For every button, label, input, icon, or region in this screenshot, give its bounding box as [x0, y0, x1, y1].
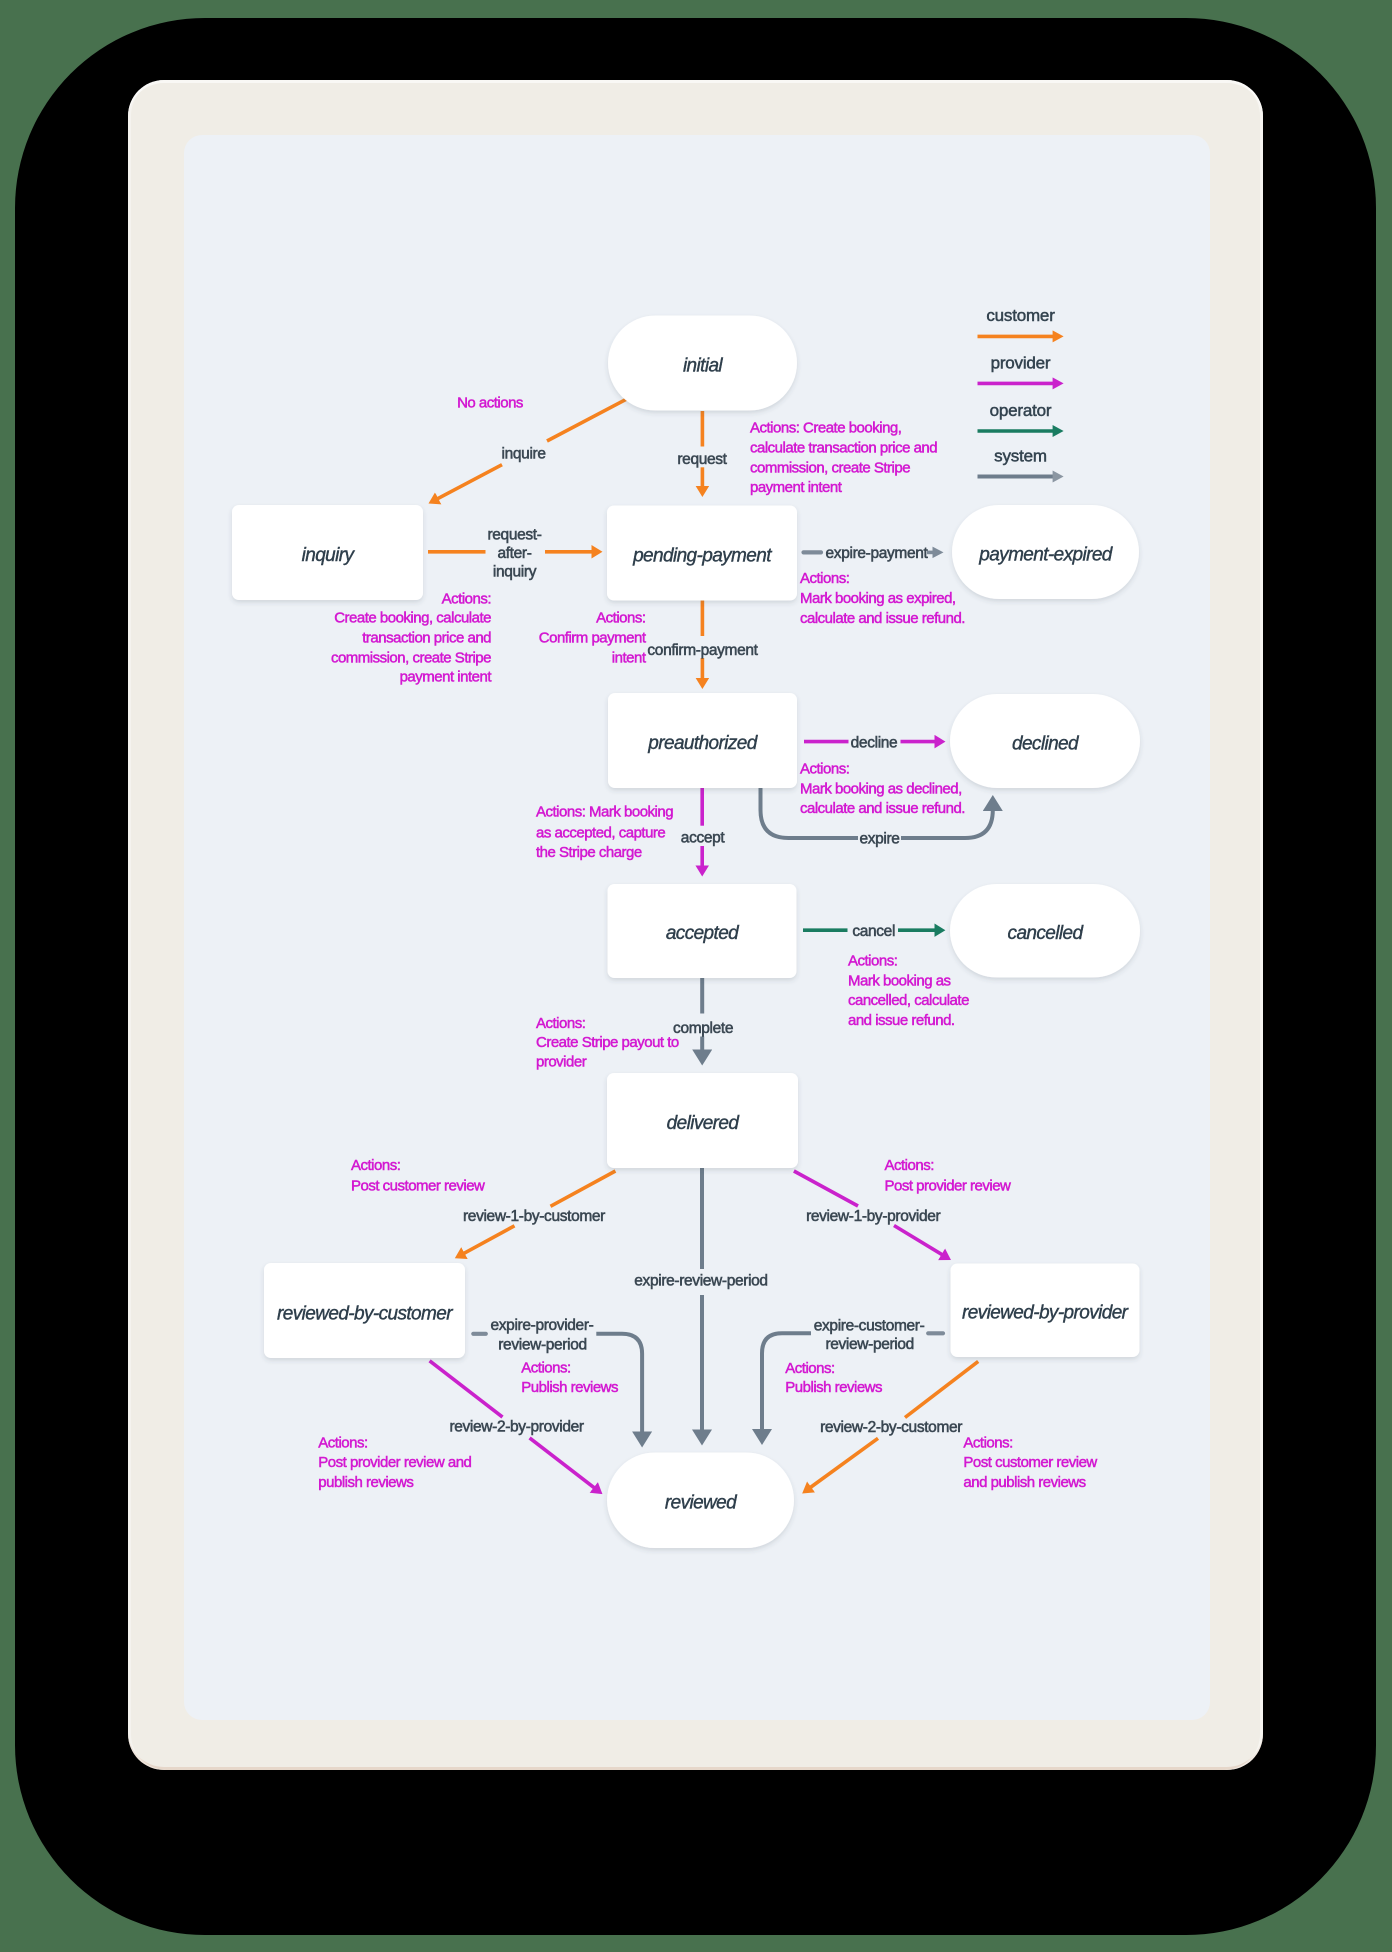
svg-text:confirm-payment: confirm-payment	[647, 642, 758, 659]
svg-text:after-: after-	[497, 545, 531, 562]
svg-text:cancelled, calculate: cancelled, calculate	[848, 992, 969, 1009]
svg-text:operator: operator	[990, 401, 1052, 420]
svg-text:review-2-by-customer: review-2-by-customer	[820, 1419, 962, 1436]
svg-text:accepted: accepted	[666, 923, 740, 944]
svg-text:Create Stripe payout to: Create Stripe payout to	[536, 1034, 679, 1051]
svg-text:Actions:: Actions:	[521, 1360, 570, 1377]
svg-text:intent: intent	[612, 650, 647, 667]
svg-text:review-2-by-provider: review-2-by-provider	[449, 1419, 583, 1436]
svg-text:payment intent: payment intent	[750, 479, 843, 496]
svg-text:expire-payment: expire-payment	[826, 545, 929, 562]
svg-text:calculate and issue refund.: calculate and issue refund.	[800, 610, 965, 627]
svg-text:inquiry: inquiry	[302, 545, 356, 566]
svg-text:reviewed: reviewed	[665, 1493, 738, 1514]
svg-text:Actions:: Actions:	[848, 952, 897, 969]
svg-text:delivered: delivered	[667, 1113, 741, 1134]
svg-text:commission, create Stripe: commission, create Stripe	[750, 459, 910, 476]
svg-text:as accepted, capture: as accepted, capture	[536, 824, 665, 841]
svg-text:Actions:: Actions:	[885, 1157, 934, 1174]
svg-text:system: system	[994, 447, 1047, 466]
svg-text:Mark booking as expired,: Mark booking as expired,	[800, 590, 956, 607]
svg-text:provider: provider	[536, 1054, 587, 1071]
svg-text:review-period: review-period	[498, 1336, 587, 1353]
svg-text:reviewed-by-provider: reviewed-by-provider	[962, 1303, 1129, 1324]
svg-text:decline: decline	[851, 734, 898, 751]
svg-text:expire-review-period: expire-review-period	[634, 1273, 767, 1290]
svg-text:Mark booking as declined,: Mark booking as declined,	[800, 780, 962, 797]
svg-text:commission, create Stripe: commission, create Stripe	[331, 649, 491, 666]
svg-text:Post customer review: Post customer review	[351, 1178, 485, 1195]
svg-text:pending-payment: pending-payment	[632, 546, 772, 567]
svg-text:expire-customer-: expire-customer-	[814, 1318, 925, 1335]
svg-text:complete: complete	[673, 1020, 733, 1037]
svg-text:reviewed-by-customer: reviewed-by-customer	[277, 1304, 453, 1325]
svg-text:inquire: inquire	[502, 446, 546, 463]
svg-text:Actions:: Actions:	[318, 1435, 367, 1452]
svg-text:No actions: No actions	[457, 395, 523, 412]
svg-text:request: request	[677, 451, 727, 468]
svg-text:transaction price and: transaction price and	[362, 630, 491, 647]
svg-text:Actions:: Actions:	[596, 610, 645, 627]
svg-text:expire-provider-: expire-provider-	[491, 1317, 594, 1334]
svg-text:declined: declined	[1012, 734, 1080, 755]
svg-text:Post provider review: Post provider review	[885, 1178, 1012, 1195]
svg-text:calculate transaction price an: calculate transaction price and	[750, 440, 937, 457]
svg-text:request-: request-	[487, 527, 541, 544]
svg-text:calculate and issue refund.: calculate and issue refund.	[800, 800, 965, 817]
svg-text:Actions:: Actions:	[351, 1157, 400, 1174]
svg-text:payment intent: payment intent	[400, 669, 493, 686]
svg-text:Actions:: Actions:	[800, 760, 849, 777]
svg-text:Publish reviews: Publish reviews	[521, 1379, 618, 1396]
svg-text:Actions:: Actions:	[536, 1015, 585, 1032]
svg-text:preauthorized: preauthorized	[647, 733, 758, 754]
svg-text:provider: provider	[991, 354, 1051, 373]
svg-text:inquiry: inquiry	[493, 564, 537, 581]
svg-text:Actions: Create booking,: Actions: Create booking,	[750, 419, 901, 436]
svg-text:publish reviews: publish reviews	[318, 1474, 413, 1491]
svg-text:initial: initial	[683, 356, 723, 377]
svg-text:Mark booking as: Mark booking as	[848, 972, 951, 989]
svg-text:cancel: cancel	[852, 923, 895, 940]
svg-text:accept: accept	[681, 830, 726, 847]
svg-text:Actions:: Actions:	[963, 1435, 1012, 1452]
svg-text:Actions: Mark booking: Actions: Mark booking	[536, 804, 673, 821]
svg-text:Actions:: Actions:	[442, 590, 491, 607]
svg-text:Create booking, calculate: Create booking, calculate	[334, 610, 491, 627]
svg-text:and publish reviews: and publish reviews	[963, 1474, 1085, 1491]
svg-text:payment-expired: payment-expired	[978, 545, 1114, 566]
svg-text:Post customer review: Post customer review	[963, 1454, 1097, 1471]
svg-text:cancelled: cancelled	[1008, 923, 1085, 944]
svg-text:and issue refund.: and issue refund.	[848, 1012, 955, 1029]
svg-text:review-1-by-customer: review-1-by-customer	[463, 1208, 605, 1225]
svg-text:Confirm payment: Confirm payment	[539, 630, 647, 647]
svg-text:review-1-by-provider: review-1-by-provider	[806, 1208, 940, 1225]
svg-text:review-period: review-period	[825, 1336, 914, 1353]
svg-text:expire: expire	[859, 831, 899, 848]
svg-text:Publish reviews: Publish reviews	[785, 1379, 882, 1396]
svg-text:Actions:: Actions:	[785, 1360, 834, 1377]
svg-text:customer: customer	[986, 306, 1055, 325]
svg-text:Post provider review and: Post provider review and	[318, 1454, 471, 1471]
svg-text:Actions:: Actions:	[800, 570, 849, 587]
svg-text:the Stripe charge: the Stripe charge	[536, 844, 642, 861]
